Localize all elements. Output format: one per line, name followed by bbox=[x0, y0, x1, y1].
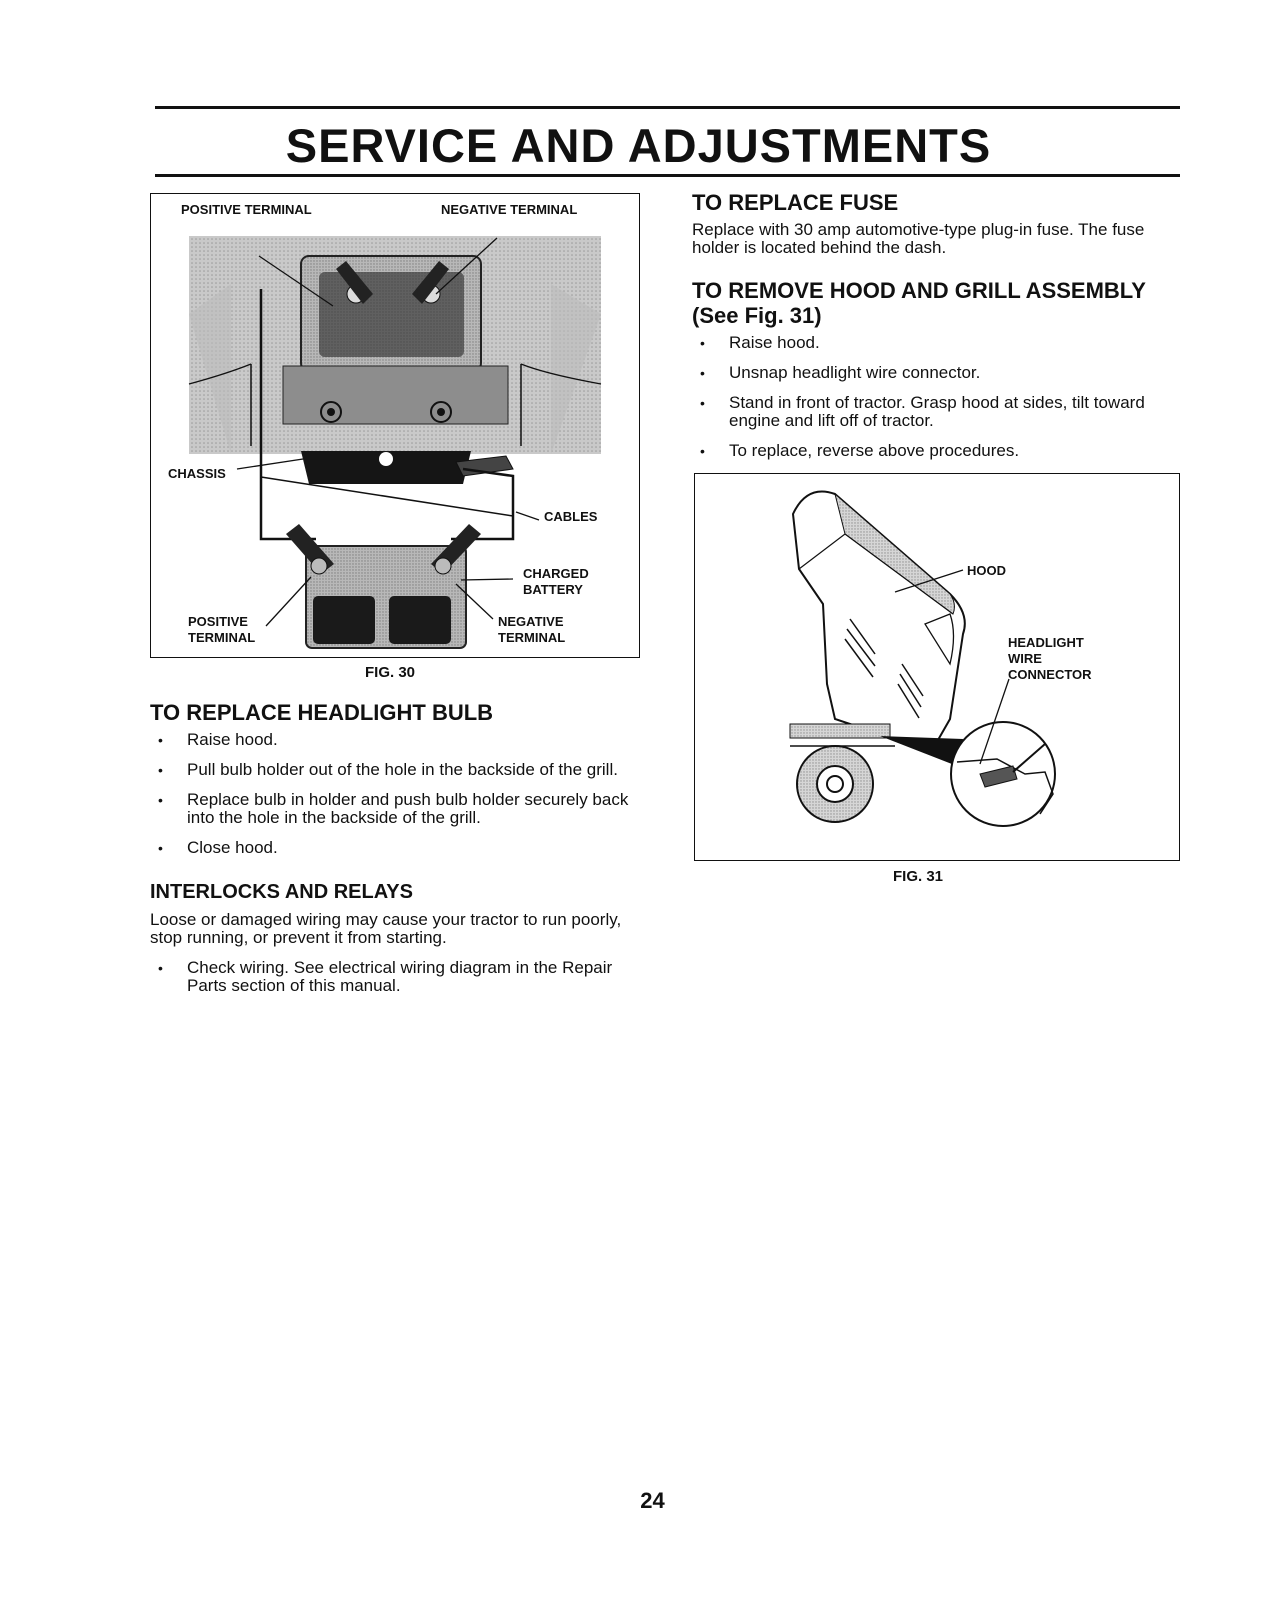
interlocks-steps: Check wiring. See electrical wiring diag… bbox=[150, 959, 640, 995]
label-negative: NEGATIVE bbox=[498, 614, 564, 629]
figure-30: POSITIVE TERMINAL NEGATIVE TERMINAL CHAS… bbox=[150, 193, 640, 658]
list-item: Check wiring. See electrical wiring diag… bbox=[150, 959, 640, 995]
headlight-steps: Raise hood. Pull bulb holder out of the … bbox=[150, 731, 640, 858]
interlocks-section: INTERLOCKS AND RELAYS Loose or damaged w… bbox=[150, 880, 640, 1007]
title-rule bbox=[155, 174, 1180, 177]
hood-section: TO REMOVE HOOD AND GRILL ASSEMBLY (See F… bbox=[692, 278, 1179, 472]
label-positive-terminal-top: POSITIVE TERMINAL bbox=[181, 202, 312, 217]
list-item: Replace bulb in holder and push bulb hol… bbox=[150, 791, 640, 827]
list-item: To replace, reverse above procedures. bbox=[692, 442, 1179, 461]
page-title: SERVICE AND ADJUSTMENTS bbox=[285, 119, 992, 172]
label-battery: BATTERY bbox=[523, 582, 583, 597]
headlight-section: TO REPLACE HEADLIGHT BULB Raise hood. Pu… bbox=[150, 700, 640, 869]
headlight-heading: TO REPLACE HEADLIGHT BULB bbox=[150, 700, 494, 725]
label-cables: CABLES bbox=[544, 509, 598, 524]
list-item: Raise hood. bbox=[150, 731, 640, 750]
hood-steps: Raise hood. Unsnap headlight wire connec… bbox=[692, 334, 1179, 461]
label-wire: WIRE bbox=[1008, 651, 1042, 666]
page-number: 24 bbox=[640, 1488, 665, 1513]
tractor-frame bbox=[789, 723, 891, 739]
list-item: Raise hood. bbox=[692, 334, 1179, 353]
top-rule bbox=[155, 106, 1180, 109]
label-headlight: HEADLIGHT bbox=[1008, 635, 1084, 650]
hood-heading-line1: TO REMOVE HOOD AND GRILL ASSEMBLY bbox=[692, 278, 1146, 303]
label-connector: CONNECTOR bbox=[1008, 667, 1092, 682]
interlocks-heading: INTERLOCKS AND RELAYS bbox=[150, 881, 413, 903]
list-item: Unsnap headlight wire connector. bbox=[692, 364, 1179, 383]
battery-diagram bbox=[188, 236, 602, 649]
figure-31-caption: FIG. 31 bbox=[892, 868, 944, 885]
label-positive: POSITIVE bbox=[188, 614, 248, 629]
label-terminal-right: TERMINAL bbox=[498, 630, 566, 645]
hood-heading: TO REMOVE HOOD AND GRILL ASSEMBLY (See F… bbox=[692, 278, 1179, 328]
fuse-heading: TO REPLACE FUSE bbox=[692, 190, 899, 215]
figure-30-caption: FIG. 30 bbox=[364, 664, 416, 681]
chassis bbox=[301, 451, 471, 484]
list-item: Stand in front of tractor. Grasp hood at… bbox=[692, 394, 1179, 430]
interlocks-text: Loose or damaged wiring may cause your t… bbox=[150, 910, 622, 947]
negative-cable bbox=[451, 467, 515, 541]
list-item: Pull bulb holder out of the hole in the … bbox=[150, 761, 640, 780]
label-hood: HOOD bbox=[967, 563, 1006, 578]
figure-31: HOOD HEADLIGHT WIRE CONNECTOR bbox=[694, 473, 1180, 861]
hood-heading-line2: (See Fig. 31) bbox=[692, 303, 822, 328]
fuse-section: TO REPLACE FUSE Replace with 30 amp auto… bbox=[692, 190, 1179, 257]
front-bumper bbox=[282, 365, 509, 425]
list-item: Close hood. bbox=[150, 839, 640, 858]
label-terminal-left: TERMINAL bbox=[188, 630, 256, 645]
label-negative-terminal-top: NEGATIVE TERMINAL bbox=[441, 202, 578, 217]
fuse-text: Replace with 30 amp automotive-type plug… bbox=[692, 220, 1145, 257]
label-chassis: CHASSIS bbox=[168, 466, 226, 481]
hood-diagram bbox=[789, 490, 1056, 827]
label-charged: CHARGED bbox=[523, 566, 589, 581]
